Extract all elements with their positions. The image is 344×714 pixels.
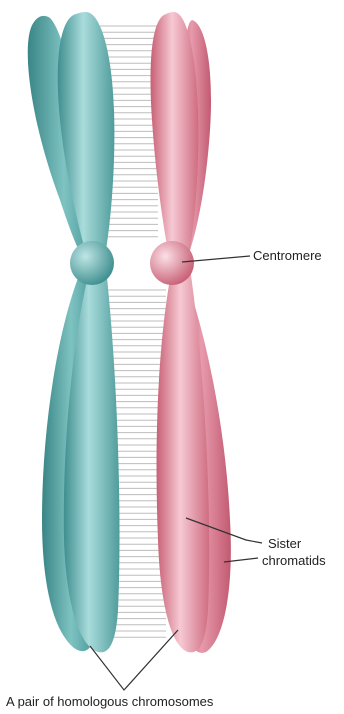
- sister-chromatids-label-line1: Sister: [268, 536, 301, 551]
- homologous-pair-label: A pair of homologous chromosomes: [6, 694, 213, 709]
- teal-chromatid-upper-front: [58, 12, 115, 262]
- sister-chromatids-label-line2: chromatids: [262, 553, 326, 568]
- pink-chromatid-lower-front: [157, 268, 210, 652]
- teal-centromere: [70, 241, 114, 285]
- teal-chromosome: [28, 12, 120, 652]
- pink-centromere: [150, 241, 194, 285]
- pink-chromosome: [150, 12, 231, 653]
- centromere-label: Centromere: [253, 248, 322, 263]
